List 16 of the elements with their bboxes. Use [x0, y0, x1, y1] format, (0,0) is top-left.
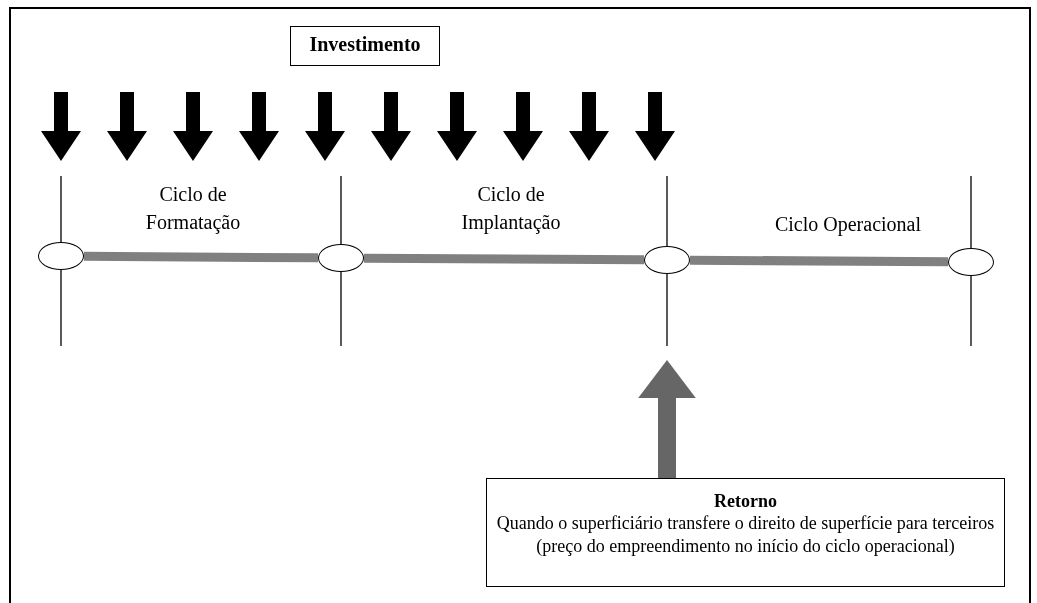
- milestone-ellipse: [318, 244, 364, 272]
- title: Investimento: [308, 33, 422, 56]
- phase-label: Ciclo Operacional: [773, 212, 923, 238]
- milestone-ellipse: [38, 242, 84, 270]
- arrow: [638, 360, 696, 478]
- phase-label: Ciclo de Implantação: [460, 182, 562, 236]
- milestone-ellipse: [644, 246, 690, 274]
- title-box: [290, 26, 440, 66]
- heading: Retorno: [713, 491, 778, 512]
- connector-bar: [689, 255, 949, 267]
- milestone-ellipse: [948, 248, 994, 276]
- description: Quando o superficiário transfere o direito de superfície para terceiros (preço do empreendimento no início do ciclo operacional): [495, 512, 996, 559]
- connector-bar: [363, 253, 645, 265]
- callout-box: [486, 478, 1005, 587]
- connector-bar: [83, 251, 319, 263]
- phase-label: Ciclo de Formatação: [144, 182, 242, 236]
